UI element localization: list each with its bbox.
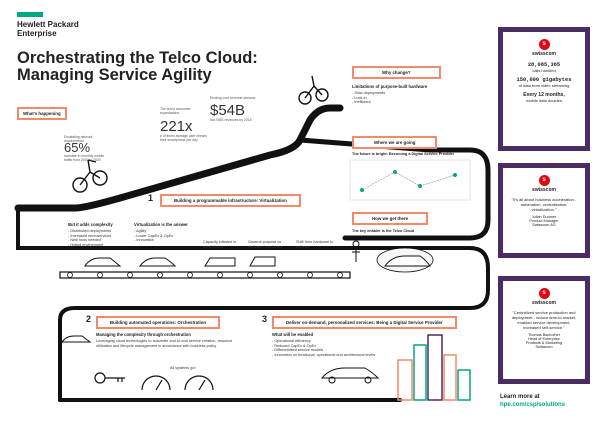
virtualization-heading: Virtualization is the answer xyxy=(134,222,188,227)
why-change-item: - Inefficient xyxy=(352,100,371,105)
stat2-desc: # of times average user checks their sma… xyxy=(160,134,207,142)
panel3-quote: "Centralized service production and depl… xyxy=(511,310,577,330)
stat2-prefix: The world consumer expectations xyxy=(160,107,191,115)
panel3-role2: Products & Marketing xyxy=(525,341,563,345)
learn-more-link[interactable]: hpe.com/csp/solutions xyxy=(500,402,566,408)
swisscom-logo-icon: s xyxy=(538,288,550,299)
panel1-data-value: 150,000 gigabytes xyxy=(516,77,572,83)
complexity-heading: But it adds complexity xyxy=(68,222,113,227)
why-change-tag: Why change? xyxy=(352,66,441,79)
panel1-calls-value: 28,085,365 xyxy=(527,62,561,68)
brand-line2: Enterprise xyxy=(17,29,57,38)
complexity-item: - Hybrid environment xyxy=(68,242,104,247)
swisscom-logo: s swisscom xyxy=(503,39,585,57)
panel2-author: Julian Dunmer xyxy=(531,215,557,219)
swisscom-logo-icon: s xyxy=(538,175,550,186)
why-change-item: - Lock-in xyxy=(352,95,367,100)
panel2-role: Product Manager xyxy=(529,219,559,223)
stat1-value: 65% xyxy=(64,140,91,155)
title-line1: Orchestrating the Telco Cloud: xyxy=(17,49,258,67)
how-get-there-tag: How we get there xyxy=(352,212,429,225)
learn-more-label: Learn more at xyxy=(500,394,540,400)
stat2-value: 221x xyxy=(160,118,193,135)
caption-hw-to-sw: Shift from hardware to software xyxy=(296,240,334,249)
panel2-company: Swisscom AG xyxy=(532,223,556,227)
page-title: Orchestrating the Telco Cloud: Managing … xyxy=(17,50,317,84)
hpe-logo-bar xyxy=(17,12,43,17)
panel2-quote: "It's all about business acceleration - … xyxy=(511,197,577,212)
why-change-heading: Limitations of purpose-built hardware xyxy=(352,84,428,89)
stat1-prefix: Escalating network requirements xyxy=(64,135,93,143)
where-going-tag: Where we are going xyxy=(352,136,438,149)
panel1-calls-label: calls handled xyxy=(532,68,556,73)
step3-item: - Differentiated service models xyxy=(272,348,324,353)
brand-line1: Hewlett Packard xyxy=(17,20,79,29)
step2-body: Leveraging cloud technologies to automat… xyxy=(96,339,233,348)
virtualization-item: - Lower CapEx & OpEx xyxy=(134,233,174,238)
swisscom-logo-text: swisscom xyxy=(532,300,556,306)
complexity-item: - Increased microservices xyxy=(68,233,112,238)
virtualization-list: - Agility - Lower CapEx & OpEx - Innovat… xyxy=(134,229,173,243)
swisscom-quote-panel-2: s swisscom "Centralized service producti… xyxy=(498,276,590,384)
panel3-role1: Head of Enterprise xyxy=(528,337,560,341)
stat3-desc: lost SMS revenues by 2016 xyxy=(210,118,252,122)
whats-happening-tag: What's happening xyxy=(17,107,67,120)
step1-number: 1 xyxy=(148,193,154,203)
complexity-list: - Distributed deployments - Increased mi… xyxy=(68,229,111,247)
step3-item: - Operational efficiency xyxy=(272,339,311,343)
swisscom-logo: s swisscom xyxy=(503,288,585,306)
step1-tag: Building a programmable infrastructure: … xyxy=(160,194,301,207)
panel1-data-label: of data from video streaming xyxy=(518,83,570,88)
swisscom-logo-text: swisscom xyxy=(532,187,556,193)
panel1-doubling-label: mobile data doubles xyxy=(526,98,562,103)
step3-list: - Operational efficiency - Reduced CapEx… xyxy=(272,339,375,357)
swisscom-logo-text: swisscom xyxy=(532,51,556,57)
stat1-desc: increase in monthly mobile traffic from … xyxy=(64,154,105,162)
virtualization-item: - Innovation xyxy=(134,238,154,243)
step3-item: - Reduced CapEx & OpEx xyxy=(272,343,317,348)
swisscom-quote-panel-1: s swisscom "It's all about business acce… xyxy=(498,163,590,258)
panel1-doubling-title: Every 12 months, xyxy=(523,92,565,98)
virtualization-item: - Agility xyxy=(134,229,147,233)
step3-heading: What will be enabled xyxy=(272,332,314,337)
swisscom-stats-panel: s swisscom 28,085,365 calls handled 150,… xyxy=(498,27,590,151)
step3-item: - Innovation on functional, operational … xyxy=(272,352,376,357)
gauge-label: All systems go! xyxy=(170,366,196,370)
complexity-item: - Distributed deployments xyxy=(68,229,112,233)
complexity-item: - New tools needed xyxy=(68,238,101,243)
swisscom-logo: s swisscom xyxy=(503,175,585,193)
step2-number: 2 xyxy=(86,314,92,324)
step2-heading: Managing the complexity through orchestr… xyxy=(96,332,191,337)
stat3-prefix: Eroding core revenue streams xyxy=(210,96,256,100)
step2-tag: Building automated operations: Orchestra… xyxy=(96,316,221,329)
where-going-subtitle: The future is bright: Becoming a Digital… xyxy=(352,152,455,156)
panel3-company: Swisscom xyxy=(535,345,553,349)
stat3-value: $54B xyxy=(210,102,246,119)
title-line2: Managing Service Agility xyxy=(17,66,212,84)
brand-name: Hewlett Packard Enterprise xyxy=(17,20,107,38)
why-change-item: - Slow deployments xyxy=(352,91,386,95)
step3-tag: Deliver on-demand, personalized services… xyxy=(272,316,457,329)
why-change-list: - Slow deployments - Lock-in - Inefficie… xyxy=(352,91,385,105)
caption-general-purpose: General purpose vs dedicated appliance xyxy=(248,240,282,249)
step3-number: 3 xyxy=(262,314,268,324)
caption-small-blocks: Capacity initiated in small blocks xyxy=(203,240,236,249)
swisscom-logo-icon: s xyxy=(538,39,550,50)
panel3-author: Thomas Bachofner xyxy=(527,333,561,337)
how-get-there-subtitle: The key enabler is the Telco Cloud xyxy=(352,229,415,233)
